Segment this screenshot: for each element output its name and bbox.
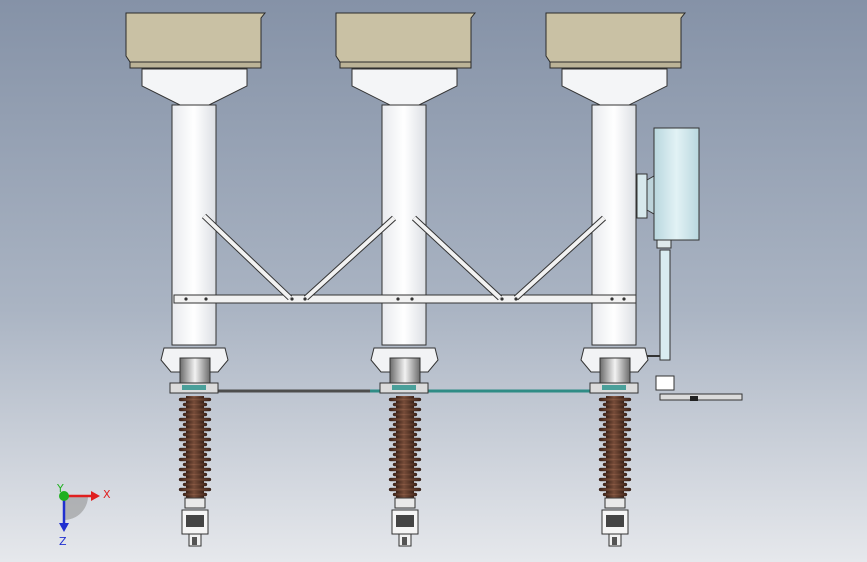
pole-left xyxy=(125,12,267,547)
support-column xyxy=(171,104,217,346)
interrupter-tank xyxy=(125,12,267,69)
porcelain-insulator xyxy=(598,396,632,498)
bottom-terminal xyxy=(601,497,629,547)
axis-x-label: X xyxy=(103,488,111,501)
porcelain-insulator xyxy=(388,396,422,498)
axis-z-label: Z xyxy=(59,535,67,548)
control-cabinet xyxy=(636,127,743,401)
axis-y-label: Y xyxy=(56,482,64,495)
support-frame xyxy=(173,213,637,304)
bottom-terminal xyxy=(181,497,209,547)
porcelain-insulator xyxy=(178,396,212,498)
coordinate-triad-icon: X Y Z xyxy=(56,482,111,548)
interrupter-tank xyxy=(545,12,687,69)
interrupter-tank xyxy=(335,12,477,69)
mechanism-housing xyxy=(179,357,211,385)
mechanism-housing xyxy=(389,357,421,385)
mechanism-housing xyxy=(599,357,631,385)
bottom-terminal xyxy=(391,497,419,547)
